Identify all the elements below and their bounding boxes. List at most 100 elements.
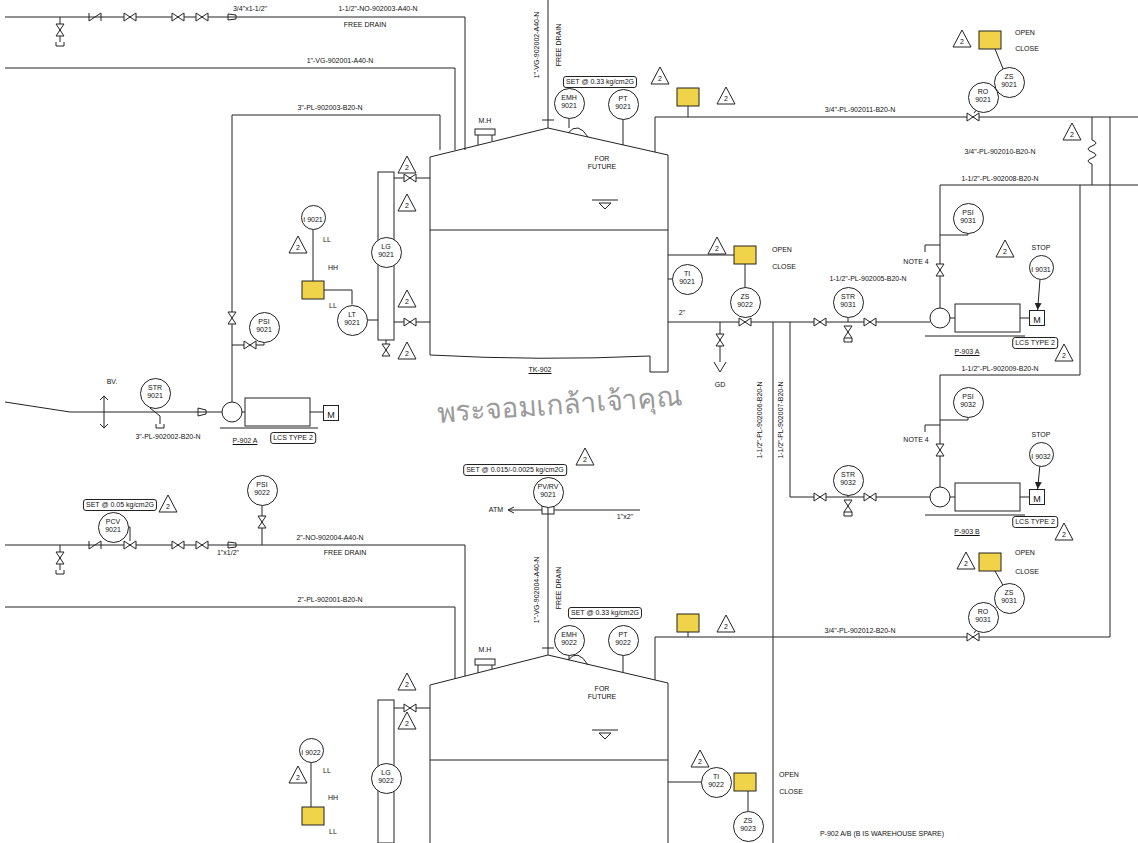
drawing-rect xyxy=(955,304,1020,332)
pipe-label: M.H xyxy=(478,117,493,125)
pipe-label: STOP xyxy=(1031,244,1052,252)
bubble-circle xyxy=(299,738,323,762)
instrument-bubble: ZS 9022 xyxy=(730,287,761,318)
bubble-circle xyxy=(730,287,760,317)
instrument-bubble: PSI 9031 xyxy=(953,203,984,234)
gate-valve xyxy=(228,312,236,324)
pipe-label: OPEN xyxy=(778,771,800,779)
drawing-rect xyxy=(245,398,310,426)
equipment-name: P-903 B xyxy=(953,528,980,536)
text-holder: PT 9021 xyxy=(612,95,634,113)
bubble-circle xyxy=(337,305,367,335)
drawing-path xyxy=(844,492,852,516)
instrument-bubble: STR 9021 xyxy=(140,378,171,409)
instrument-tag: I 9021 xyxy=(303,216,322,224)
drawing-path xyxy=(548,0,549,128)
drawing-path xyxy=(844,314,852,342)
instrument-tag: STR 9032 xyxy=(837,471,859,487)
instrument-tag: I 9032 xyxy=(1031,453,1050,461)
revision-number: 2 xyxy=(960,38,964,46)
line-number: 1-1/2"-PL-902007-B20-N xyxy=(777,380,785,459)
instrument-bubble: PSI 9032 xyxy=(953,387,984,418)
instrument-tag: PT 9021 xyxy=(612,95,634,111)
instrument-bubble: I 9032 xyxy=(1029,442,1054,467)
gate-valve xyxy=(936,264,944,276)
revision-number: 2 xyxy=(166,503,170,511)
text-holder: PSI 9022 xyxy=(251,481,273,499)
equipment-name: P-903 A xyxy=(954,348,981,356)
drawing-path xyxy=(311,762,312,807)
instrument-bubble: PSI 9021 xyxy=(249,312,280,343)
revision-triangle xyxy=(1063,123,1081,140)
bubble-circle xyxy=(968,602,998,632)
instrument-tag: PCV 9021 xyxy=(102,518,124,534)
drawing-path xyxy=(478,135,492,145)
gate-valve xyxy=(172,541,184,549)
instrument-bubble: PT 9021 xyxy=(608,89,639,120)
shutdown-valve-boxes xyxy=(302,31,1001,825)
drawing-path xyxy=(925,425,940,432)
pipe-label: CLOSE xyxy=(778,788,804,796)
revision-triangle xyxy=(398,194,416,211)
bubble-circle xyxy=(554,88,584,118)
instrument-bubble: PCV 9021 xyxy=(98,512,129,543)
drawing-circle xyxy=(930,487,950,507)
drawing-path xyxy=(5,607,455,679)
instrument-bubble: EMH 9021 xyxy=(554,88,585,119)
drawing-path xyxy=(430,655,668,843)
line-number: FREE DRAIN xyxy=(555,566,563,610)
drawing-path xyxy=(592,730,618,739)
drawing-path xyxy=(1088,117,1096,185)
pipe-label: 3/4"-PL-902011-B20-N xyxy=(824,106,896,114)
text-holder: M xyxy=(327,404,335,422)
instrument-bubble: I 9031 xyxy=(1029,255,1054,280)
pipe-label: ATM xyxy=(488,506,504,514)
bubble-circle xyxy=(140,378,170,408)
watermark: พระจอมเกล้าเจ้าคุณ xyxy=(435,380,685,429)
drawing-path xyxy=(430,157,650,358)
gate-valve xyxy=(404,174,416,182)
drawing-path xyxy=(220,412,323,428)
gate-valve xyxy=(124,541,136,549)
drawing-path xyxy=(925,318,1029,336)
drawing-rect xyxy=(979,553,1001,571)
revision-triangle xyxy=(576,448,594,465)
instrument-bubble: PSI 9022 xyxy=(247,475,278,506)
boxed-note: SET @ 0.05 kg/cm2G xyxy=(83,499,157,511)
bubble-circle xyxy=(733,811,763,841)
text-holder: RO 9021 xyxy=(972,88,994,106)
pipe-label: FREE DRAIN xyxy=(343,21,387,29)
revision-number: 2 xyxy=(715,245,719,253)
drawing-path xyxy=(5,68,455,150)
revision-number: 2 xyxy=(296,244,300,252)
gate-valve xyxy=(967,633,979,641)
text-holder: TI 9022 xyxy=(705,773,727,791)
motor-box: M xyxy=(1029,489,1045,505)
text-holder: I 9022 xyxy=(301,741,320,759)
instrument-tag: I 9022 xyxy=(301,749,320,757)
instrument-tag: STR 9021 xyxy=(144,384,166,400)
drawing-path xyxy=(56,545,64,574)
gate-valve xyxy=(244,341,256,349)
revision-number: 2 xyxy=(1003,248,1007,256)
text-holder: PV/RV 9021 xyxy=(537,483,559,501)
instrument-tag: ZS 9022 xyxy=(734,293,756,309)
drawing-path xyxy=(5,402,222,412)
bubble-circle xyxy=(833,465,863,495)
text-holder: PT 9022 xyxy=(612,631,634,649)
revision-number: 2 xyxy=(405,202,409,210)
drawing-path xyxy=(542,120,554,121)
drawing-path xyxy=(5,17,465,150)
pipe-label: 1"-VG-902001-A40-N xyxy=(306,57,375,65)
pipe-label: 1"x2" xyxy=(616,513,634,521)
pipe-label: LL xyxy=(322,236,332,244)
pipe-label: 1-1/2"-PL-902008-B20-N xyxy=(960,175,1039,183)
gate-valve xyxy=(404,318,416,326)
instrument-tag: ZS 9023 xyxy=(737,817,759,833)
drawing-path xyxy=(232,115,440,402)
instrument-tag: EMH 9021 xyxy=(558,94,580,110)
pipe-label: OPEN xyxy=(771,246,793,254)
pipe-label: 3/4"-PL-902012-B20-N xyxy=(824,627,897,635)
pipe-label: 2"-NO-902004-A40-N xyxy=(295,534,364,542)
